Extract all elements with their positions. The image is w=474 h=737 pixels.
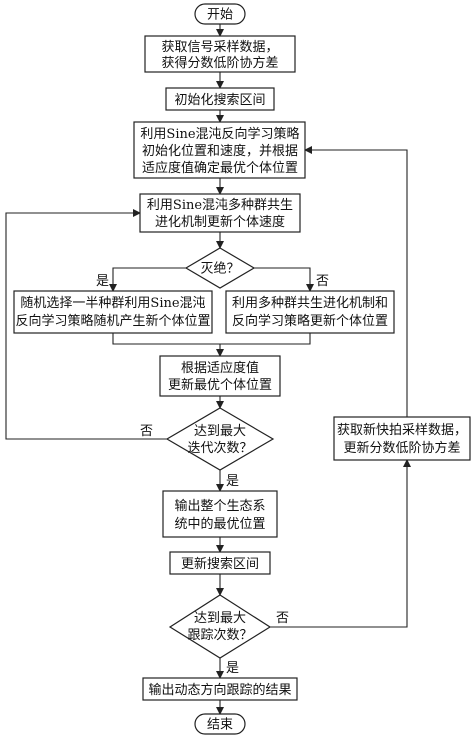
acquire-node: 获取信号采样数据， 获得分数低阶协方差: [144, 35, 296, 73]
arrow-snapshot-init-pos: [304, 146, 408, 417]
multi-pop-label-line-2: 反向学习策略更新个体位置: [232, 313, 388, 329]
init-pos-label-line-3: 适应度值确定最优个体位置: [142, 160, 298, 176]
update-range-node: 更新搜索区间: [169, 551, 271, 575]
multi-pop-node: 利用多种群共生进化机制和 反向学习策略更新个体位置: [225, 290, 395, 334]
end-node: 结束: [194, 713, 246, 735]
random-select-node: 随机选择一半种群利用Sine混沌 反向学习策略随机产生新个体位置: [13, 290, 213, 334]
update-best-node: 根据适应度值 更新最优个体位置: [159, 355, 281, 397]
update-speed-label-line-2: 进化机制更新个体速度: [155, 214, 285, 230]
init-pos-label-line-1: 利用Sine混沌反向学习策略: [140, 126, 299, 142]
end-label: 结束: [207, 718, 233, 733]
max-iter-label-line-2: 迭代次数？: [187, 440, 252, 456]
update-speed-node: 利用Sine混沌多种群共生 进化机制更新个体速度: [139, 193, 301, 233]
max-track-label-line-2: 跟踪次数？: [187, 627, 252, 643]
max-iter-label-line-1: 达到最大: [194, 424, 246, 439]
arrow-max-iter-no: [5, 209, 167, 440]
arrow-extinct-yes: [109, 267, 186, 292]
max-iter-no-label: 否: [140, 424, 153, 439]
start-node: 开始: [194, 3, 246, 25]
update-speed-label-line-1: 利用Sine混沌多种群共生: [147, 197, 293, 213]
connector-random-merge: [112, 333, 220, 345]
init-pos-node: 利用Sine混沌反向学习策略 初始化位置和速度，并根据 适应度值确定最优个体位置: [133, 121, 306, 179]
extinct-label: 灭绝？: [200, 261, 239, 277]
extinct-no-label: 否: [316, 274, 329, 289]
init-range-node: 初始化搜索区间: [165, 87, 275, 111]
snapshot-label-line-2: 更新分数低阶协方差: [343, 440, 460, 456]
output-result-label: 输出动态方向跟踪的结果: [148, 682, 291, 698]
connectors: [5, 24, 411, 715]
extinct-decision: 灭绝？: [184, 247, 256, 289]
init-range-label: 初始化搜索区间: [174, 93, 265, 108]
random-select-label-line-1: 随机选择一半种群利用Sine混沌: [20, 296, 205, 311]
multi-pop-label-line-1: 利用多种群共生进化机制和: [232, 295, 388, 311]
acquire-label-line-2: 获得分数低阶协方差: [161, 55, 278, 71]
arrow-max-track-no: [270, 459, 411, 628]
update-best-label-line-1: 根据适应度值: [181, 360, 259, 376]
update-range-label: 更新搜索区间: [181, 556, 259, 572]
random-select-label-line-2: 反向学习策略随机产生新个体位置: [15, 313, 210, 329]
max-track-yes-label: 是: [226, 661, 239, 676]
output-best-node: 输出整个生态系 统中的最优位置: [162, 490, 278, 538]
max-track-label-line-1: 达到最大: [194, 611, 246, 626]
connector-multi-merge: [220, 333, 311, 345]
init-pos-label-line-2: 初始化位置和速度，并根据: [142, 143, 298, 159]
update-best-label-line-2: 更新最优个体位置: [168, 377, 272, 393]
acquire-label-line-1: 获取信号采样数据，: [161, 40, 278, 55]
max-iter-yes-label: 是: [226, 474, 239, 489]
output-best-label-line-1: 输出整个生态系: [174, 498, 265, 514]
output-best-label-line-2: 统中的最优位置: [174, 516, 265, 532]
arrow-extinct-no: [254, 267, 314, 292]
snapshot-label-line-1: 获取新快拍采样数据，: [337, 422, 467, 438]
start-label: 开始: [207, 8, 233, 23]
max-track-decision: 达到最大 跟踪次数？: [168, 594, 272, 659]
max-iter-decision: 达到最大 迭代次数？: [165, 407, 275, 471]
output-result-node: 输出动态方向跟踪的结果: [142, 677, 298, 701]
snapshot-node: 获取新快拍采样数据， 更新分数低阶协方差: [333, 416, 471, 461]
extinct-yes-label: 是: [96, 274, 109, 289]
max-track-no-label: 否: [276, 611, 289, 626]
